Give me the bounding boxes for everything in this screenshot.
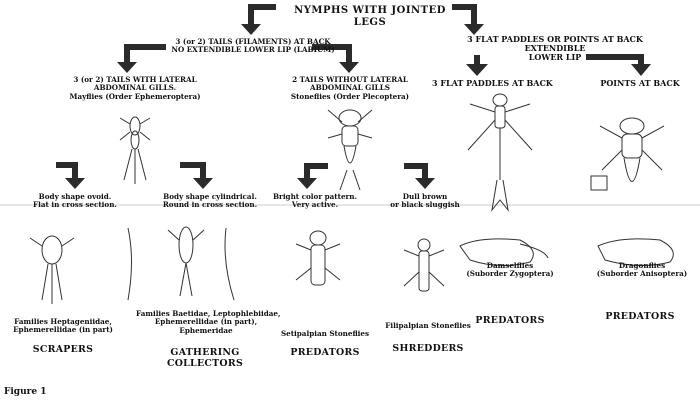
cylindrical-family2: Ephemerellidae (in part), bbox=[154, 317, 258, 327]
cylindrical-line2: Round in cross section. bbox=[162, 200, 258, 210]
filipalpian-illustration bbox=[403, 238, 445, 292]
figure-caption: Figure 1 bbox=[4, 387, 47, 397]
root-line1: NYMPHS WITH JOINTED bbox=[294, 5, 446, 16]
damselflies-name1: Damselflies bbox=[486, 261, 534, 270]
bright-line2: Very active. bbox=[291, 200, 339, 210]
arrow-stoneflies bbox=[312, 44, 359, 73]
setipalpian-illustration bbox=[295, 230, 341, 286]
bright-line1: Bright color pattern. bbox=[272, 192, 358, 201]
dragonflies-name2: (Suborder Anisoptera) bbox=[596, 269, 688, 279]
arrow-ovoid bbox=[56, 162, 85, 189]
dull-line1: Dull brown bbox=[402, 192, 448, 201]
dragonfly-illustration bbox=[590, 117, 674, 267]
damselflies-name: Damselflies (Suborder Zygoptera) bbox=[460, 261, 560, 279]
cylindrical-family3: Ephemeridae bbox=[179, 325, 233, 335]
ovoid-mayfly-illustration bbox=[29, 227, 132, 304]
role-predators-damselflies: PREDATORS bbox=[475, 315, 545, 326]
arrow-root-left bbox=[241, 4, 276, 35]
stonefly-illustration bbox=[327, 109, 373, 191]
bright-node: Bright color pattern. Very active. bbox=[265, 192, 365, 210]
branch-tails-node: 3 (or 2) TAILS (FILAMENTS) AT BACK NO EX… bbox=[168, 37, 338, 55]
cylindrical-families: Families Baetidae, Leptophlebiidae, Ephe… bbox=[136, 309, 281, 335]
branch-tails-line1: 3 (or 2) TAILS (FILAMENTS) AT BACK bbox=[175, 37, 331, 46]
stoneflies-line1: 2 TAILS WITHOUT LATERAL bbox=[292, 75, 408, 84]
root-node: NYMPHS WITH JOINTED LEGS bbox=[290, 5, 450, 28]
cylindrical-family1: Families Baetidae, Leptophlebiidae, bbox=[136, 309, 281, 318]
stoneflies-node: 2 TAILS WITHOUT LATERAL ABDOMINAL GILLS … bbox=[280, 75, 420, 101]
ovoid-line2: Flat in cross section. bbox=[33, 200, 117, 210]
role-collectors: COLLECTORS bbox=[166, 357, 244, 369]
damselflies-name2: (Suborder Zygoptera) bbox=[466, 269, 554, 279]
arrow-cylindrical bbox=[180, 162, 213, 189]
ovoid-node: Body shape ovoid. Flat in cross section. bbox=[20, 192, 130, 210]
arrow-mayflies bbox=[117, 44, 166, 73]
cylindrical-mayfly-illustration bbox=[167, 226, 235, 301]
key-arrows bbox=[56, 4, 651, 189]
paddles-label: 3 FLAT PADDLES AT BACK bbox=[432, 78, 553, 88]
role-gathering-collectors: GATHERING COLLECTORS bbox=[150, 347, 260, 370]
role-gathering: GATHERING bbox=[170, 347, 240, 358]
dragonflies-name: Dragonflies (Suborder Anisoptera) bbox=[592, 261, 692, 279]
arrow-bright bbox=[297, 163, 328, 189]
ovoid-family1: Families Heptageniidae, bbox=[14, 317, 112, 326]
insect-sketches bbox=[29, 93, 674, 304]
dull-line2: or black sluggish bbox=[390, 200, 460, 210]
cylindrical-line1: Body shape cylindrical. bbox=[163, 192, 257, 201]
role-predators-stoneflies: PREDATORS bbox=[290, 347, 360, 358]
mayflies-line3: Mayflies (Order Ephemeroptera) bbox=[69, 91, 201, 101]
role-predators-dragonflies: PREDATORS bbox=[605, 311, 675, 322]
filipalpian-name: Filipalpian Stoneflies bbox=[385, 321, 471, 330]
branch-paddles-line1: 3 FLAT PADDLES OR POINTS AT BACK bbox=[467, 34, 643, 44]
ovoid-line1: Body shape ovoid. bbox=[38, 192, 112, 201]
arrow-points bbox=[586, 54, 651, 76]
role-shredders: SHREDDERS bbox=[392, 343, 464, 354]
dull-node: Dull brown or black sluggish bbox=[380, 192, 470, 210]
points-label: POINTS AT BACK bbox=[600, 78, 680, 88]
branch-paddles-line2: EXTENDIBLE bbox=[524, 43, 586, 54]
stoneflies-line2: ABDOMINAL GILLS bbox=[310, 83, 390, 93]
mayfly-illustration bbox=[119, 116, 151, 184]
dragonflies-name1: Dragonflies bbox=[618, 261, 666, 270]
arrow-dull bbox=[404, 163, 435, 189]
setipalpian-name: Setipalpian Stoneflies bbox=[280, 329, 370, 338]
root-line2: LEGS bbox=[353, 16, 387, 28]
mayflies-node: 3 (or 2) TAILS WITH LATERAL ABDOMINAL GI… bbox=[60, 75, 210, 101]
cylindrical-node: Body shape cylindrical. Round in cross s… bbox=[150, 192, 270, 210]
ovoid-families: Families Heptageniidae, Ephemerellidae (… bbox=[0, 317, 126, 335]
arrow-paddles bbox=[466, 55, 488, 76]
stoneflies-line3: Stoneflies (Order Plecoptera) bbox=[290, 91, 410, 101]
damselfly-illustration bbox=[459, 93, 549, 266]
mayflies-line1: 3 (or 2) TAILS WITH LATERAL bbox=[73, 75, 197, 84]
ovoid-family2: Ephemerellidae (in part) bbox=[13, 325, 113, 335]
branch-paddles-node: 3 FLAT PADDLES OR POINTS AT BACK EXTENDI… bbox=[455, 34, 655, 63]
branch-paddles-line3: LOWER LIP bbox=[528, 52, 582, 63]
mayflies-line2: ABDOMINAL GILLS. bbox=[93, 83, 177, 93]
arrow-root-right bbox=[452, 4, 484, 35]
branch-tails-line2: NO EXTENDIBLE LOWER LIP (LABIUM) bbox=[171, 45, 335, 55]
role-scrapers: SCRAPERS bbox=[32, 344, 94, 355]
